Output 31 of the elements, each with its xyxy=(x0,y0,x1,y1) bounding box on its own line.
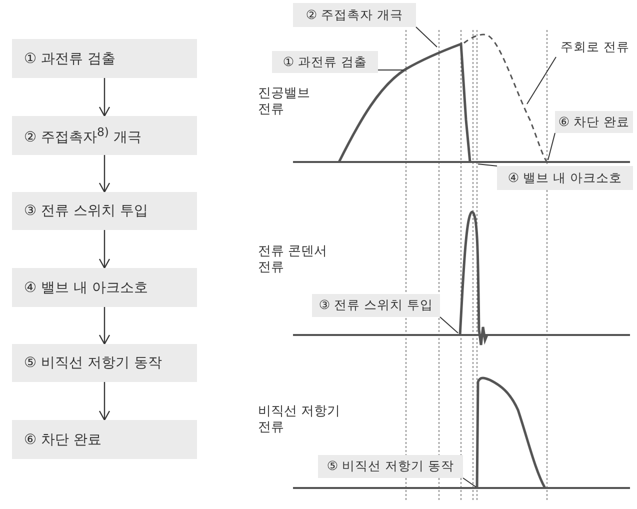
callout-box: ④ 밸브 내 아크소호 xyxy=(497,166,633,190)
leader-line xyxy=(462,478,476,488)
current-waveform xyxy=(458,210,488,346)
leader-line xyxy=(478,164,498,166)
process-box: ⑤ 비직선 저항기 동작 xyxy=(12,344,197,382)
process-box: ⑥ 차단 완료 xyxy=(12,420,197,459)
leader-line xyxy=(548,132,556,160)
current-waveform xyxy=(464,34,548,162)
callout-box: ⑥ 차단 완료 xyxy=(555,111,633,133)
arrow xyxy=(98,307,110,345)
arrow xyxy=(98,382,110,421)
callout-box: ③ 전류 스위치 투입 xyxy=(312,294,440,317)
current-waveform xyxy=(338,42,472,163)
arrow xyxy=(98,230,110,269)
process-box: ② 주접촉자$^{8)}$ 개극 xyxy=(12,116,197,155)
leader-line xyxy=(416,26,438,48)
axis-label: 전류 콘덴서 전류 xyxy=(258,244,328,276)
process-box: ① 과전류 검출 xyxy=(12,39,197,78)
callout-text: 주회로 전류 xyxy=(556,37,634,57)
leader-line xyxy=(526,56,556,104)
callout-box: ① 과전류 검출 xyxy=(272,51,378,73)
axis-label: 진공밸브 전류 xyxy=(258,86,311,118)
process-box: ④ 밸브 내 아크소호 xyxy=(12,268,197,307)
axis-label: 비직선 저항기 전류 xyxy=(258,404,342,436)
leader-line xyxy=(440,316,458,334)
callout-box: ⑤ 비직선 저항기 동작 xyxy=(318,455,463,478)
process-box: ③ 전류 스위치 투입 xyxy=(12,192,197,230)
arrow xyxy=(98,155,110,193)
arrow xyxy=(98,78,110,117)
current-waveform xyxy=(476,376,546,489)
callout-box: ② 주접촉자 개극 xyxy=(293,3,416,27)
